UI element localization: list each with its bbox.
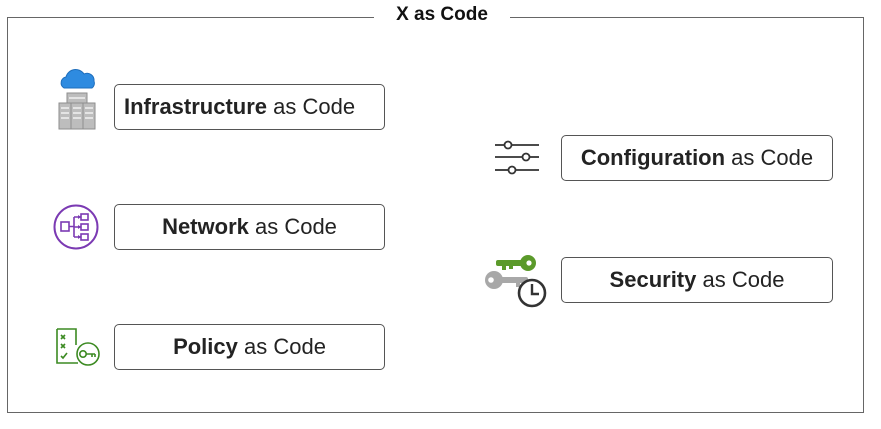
- configuration-as-code-label: Configuration as Code: [561, 135, 833, 181]
- cloud-servers-icon: [58, 69, 96, 130]
- policy-as-code-label: Policy as Code: [114, 324, 385, 370]
- network-as-code-item: Network as Code: [50, 204, 386, 250]
- keys-clock-icon: [485, 255, 547, 308]
- network-as-code-label: Network as Code: [114, 204, 385, 250]
- diagram-title: X as Code: [374, 3, 510, 27]
- configuration-as-code-item: Configuration as Code: [490, 135, 834, 181]
- policy-checklist-key-icon: [56, 328, 100, 366]
- network-flow-icon: [53, 204, 99, 250]
- sliders-icon: [495, 140, 539, 175]
- security-as-code-label: Security as Code: [561, 257, 833, 303]
- infrastructure-as-code-label: Infrastructure as Code: [114, 84, 385, 130]
- policy-as-code-item: Policy as Code: [50, 324, 386, 370]
- infrastructure-as-code-item: Infrastructure as Code: [50, 69, 386, 130]
- security-as-code-item: Security as Code: [482, 255, 834, 308]
